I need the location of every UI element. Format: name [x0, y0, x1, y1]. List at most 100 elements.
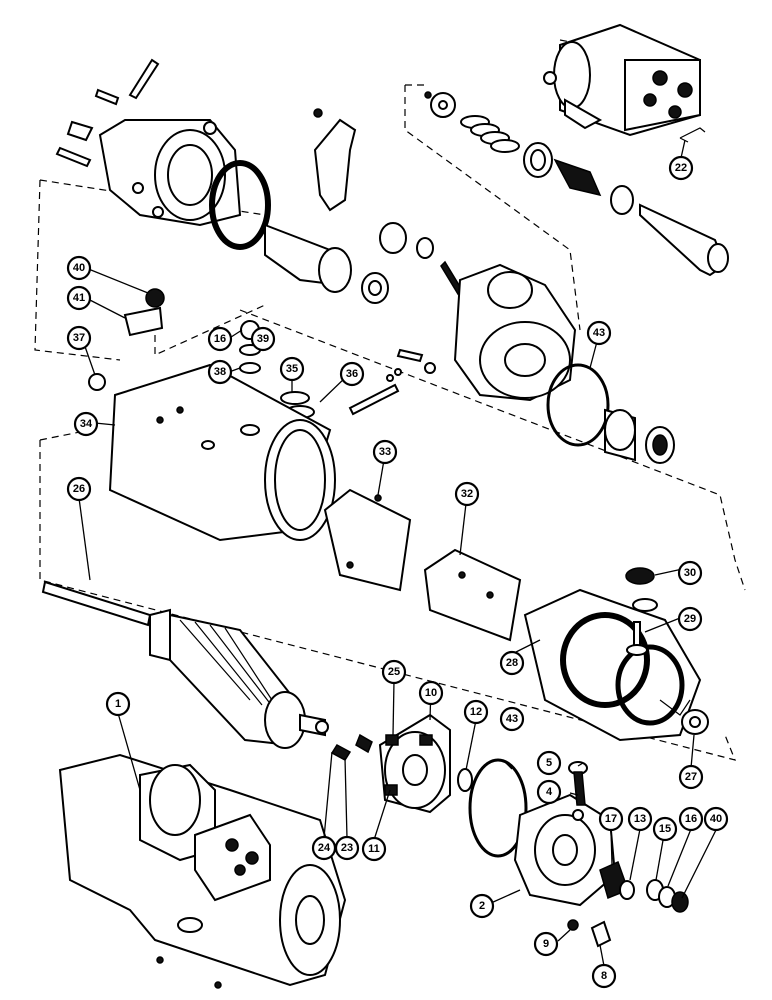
svg-text:13: 13	[634, 813, 646, 825]
svg-text:32: 32	[461, 488, 473, 500]
svg-text:43: 43	[593, 327, 605, 339]
callout-11: 11	[361, 836, 387, 862]
intermediate-housing	[453, 263, 577, 402]
housing-seal-ring	[209, 160, 271, 250]
callout-2: 2	[469, 893, 495, 919]
svg-text:15: 15	[659, 823, 671, 835]
assembled-starter	[58, 753, 347, 989]
callout-13: 13	[627, 806, 653, 832]
callout-36: 36	[339, 361, 365, 387]
callout-26: 26	[66, 476, 92, 502]
terminal-stud-29	[626, 621, 648, 656]
o-ring-lower	[468, 758, 528, 858]
callout-32: 32	[454, 481, 480, 507]
callout-41: 41	[66, 285, 92, 311]
callout-10: 10	[418, 680, 444, 706]
svg-text:30: 30	[684, 567, 696, 579]
end-hardware	[567, 879, 689, 948]
washer-27	[681, 709, 709, 735]
callout-28: 28	[499, 650, 525, 676]
callout-35: 35	[279, 356, 305, 382]
terminal-hardware	[88, 288, 315, 419]
svg-text:36: 36	[346, 368, 358, 380]
callout-33: 33	[372, 439, 398, 465]
callout-34: 34	[73, 411, 99, 437]
callout-43-upper: 43	[586, 320, 612, 346]
svg-text:16: 16	[214, 333, 226, 345]
solenoid-terminal-clip	[679, 127, 706, 143]
callout-43-lower: 43	[499, 706, 525, 732]
callout-24: 24	[311, 835, 337, 861]
svg-text:41: 41	[73, 292, 85, 304]
callout-8: 8	[591, 963, 617, 989]
svg-text:9: 9	[543, 938, 549, 950]
svg-text:39: 39	[257, 333, 269, 345]
svg-text:11: 11	[368, 843, 380, 855]
svg-text:35: 35	[286, 363, 298, 375]
pole-shoe-32	[423, 548, 522, 642]
callout-16-upper: 16	[207, 326, 233, 352]
plunger-parts	[424, 91, 729, 277]
callout-1: 1	[105, 691, 131, 717]
washer-12	[457, 768, 473, 792]
svg-text:38: 38	[214, 366, 226, 378]
armature	[41, 580, 329, 749]
svg-text:17: 17	[605, 813, 617, 825]
callout-27: 27	[678, 764, 704, 790]
svg-text:26: 26	[73, 483, 85, 495]
callout-12: 12	[463, 699, 489, 725]
small-bolts-center	[348, 348, 436, 416]
svg-text:4: 4	[546, 786, 553, 798]
svg-text:24: 24	[318, 842, 331, 854]
svg-text:5: 5	[546, 757, 552, 769]
callout-40-upper: 40	[66, 255, 92, 281]
field-frame	[108, 363, 336, 542]
svg-text:43: 43	[506, 713, 518, 725]
brush-holder	[378, 713, 451, 814]
plunger-spring	[460, 115, 520, 153]
brush-springs	[330, 733, 373, 761]
callout-4: 4	[536, 779, 562, 805]
svg-text:2: 2	[479, 900, 485, 912]
drive-housing	[98, 119, 242, 227]
callout-30: 30	[677, 560, 703, 586]
solenoid	[543, 23, 701, 137]
callout-15: 15	[652, 816, 678, 842]
callout-5: 5	[536, 750, 562, 776]
callout-23: 23	[334, 835, 360, 861]
callout-22: 22	[668, 155, 694, 181]
callout-29: 29	[677, 606, 703, 632]
svg-text:34: 34	[80, 418, 93, 430]
svg-text:10: 10	[425, 687, 437, 699]
housing-bolts	[55, 58, 160, 168]
svg-text:22: 22	[675, 162, 687, 174]
svg-text:29: 29	[684, 613, 696, 625]
callout-16-lower: 16	[678, 806, 704, 832]
svg-text:27: 27	[685, 771, 697, 783]
o-ring-upper	[546, 363, 610, 447]
drive-pinion-assembly	[264, 223, 389, 304]
svg-text:1: 1	[115, 698, 121, 710]
callout-39: 39	[250, 326, 276, 352]
commutator-end-cover	[513, 793, 617, 907]
insulator-30	[625, 567, 658, 612]
svg-text:37: 37	[73, 332, 85, 344]
svg-text:12: 12	[470, 706, 482, 718]
bushing-and-rings	[379, 222, 463, 296]
svg-text:40: 40	[73, 262, 85, 274]
bushings-right	[604, 408, 675, 464]
callout-17: 17	[598, 806, 624, 832]
svg-text:23: 23	[341, 842, 353, 854]
callout-40-lower: 40	[703, 806, 729, 832]
svg-text:33: 33	[379, 446, 391, 458]
svg-text:40: 40	[710, 813, 722, 825]
svg-text:16: 16	[685, 813, 697, 825]
callout-9: 9	[533, 931, 559, 957]
svg-text:8: 8	[601, 970, 607, 982]
pole-shoe-33	[323, 488, 412, 592]
shift-fork	[313, 108, 357, 212]
svg-text:25: 25	[388, 666, 400, 678]
svg-text:28: 28	[506, 657, 518, 669]
callout-37: 37	[66, 325, 92, 351]
